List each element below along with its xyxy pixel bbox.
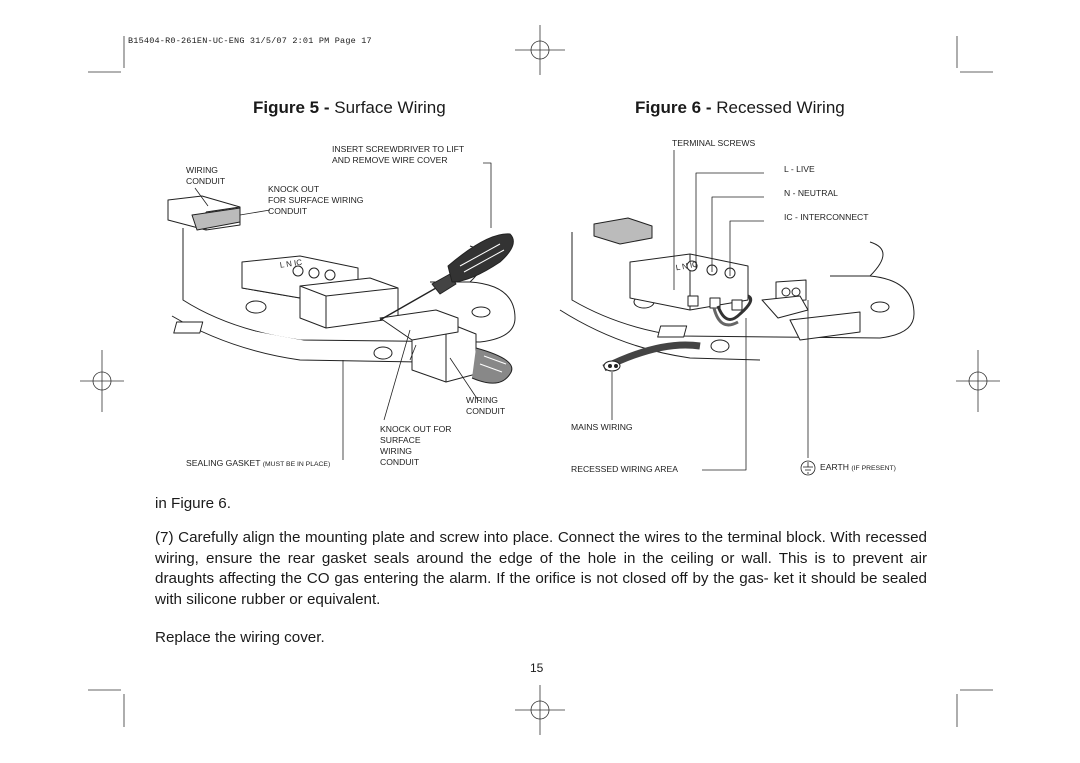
fig5-label-sealing-gasket: SEALING GASKET (MUST BE IN PLACE) [186, 458, 331, 468]
figure6-title: Figure 6 - Recessed Wiring [635, 98, 845, 117]
fig6-label-terminal-screws: TERMINAL SCREWS [672, 138, 756, 148]
fig6-label-interconnect: IC - INTERCONNECT [784, 212, 869, 222]
fig5-terminal-marks: L N IC [279, 258, 303, 270]
fig6-label-earth: EARTH (IF PRESENT) [820, 462, 896, 472]
body-line-in-figure: in Figure 6. [155, 495, 231, 512]
body-paragraph-7: (7) Carefully align the mounting plate a… [155, 529, 927, 608]
fig6-label-recessed-area: RECESSED WIRING AREA [571, 464, 678, 474]
figure5-title: Figure 5 - Surface Wiring [253, 98, 446, 117]
fig6-label-neutral: N - NEUTRAL [784, 188, 838, 198]
fig6-terminal-marks: L N IC [675, 260, 699, 273]
registration-mark-top [515, 25, 565, 75]
page-number: 15 [530, 661, 544, 675]
fig6-label-mains-wiring: MAINS WIRING [571, 422, 633, 432]
earth-icon [800, 460, 816, 476]
registration-mark-right [956, 350, 1000, 412]
registration-mark-left [80, 350, 124, 412]
fig6-label-live: L - LIVE [784, 164, 815, 174]
body-replace-cover: Replace the wiring cover. [155, 629, 325, 646]
registration-mark-bottom [515, 685, 565, 735]
print-header: B15404-R0-261EN-UC-ENG 31/5/07 2:01 PM P… [128, 36, 372, 46]
